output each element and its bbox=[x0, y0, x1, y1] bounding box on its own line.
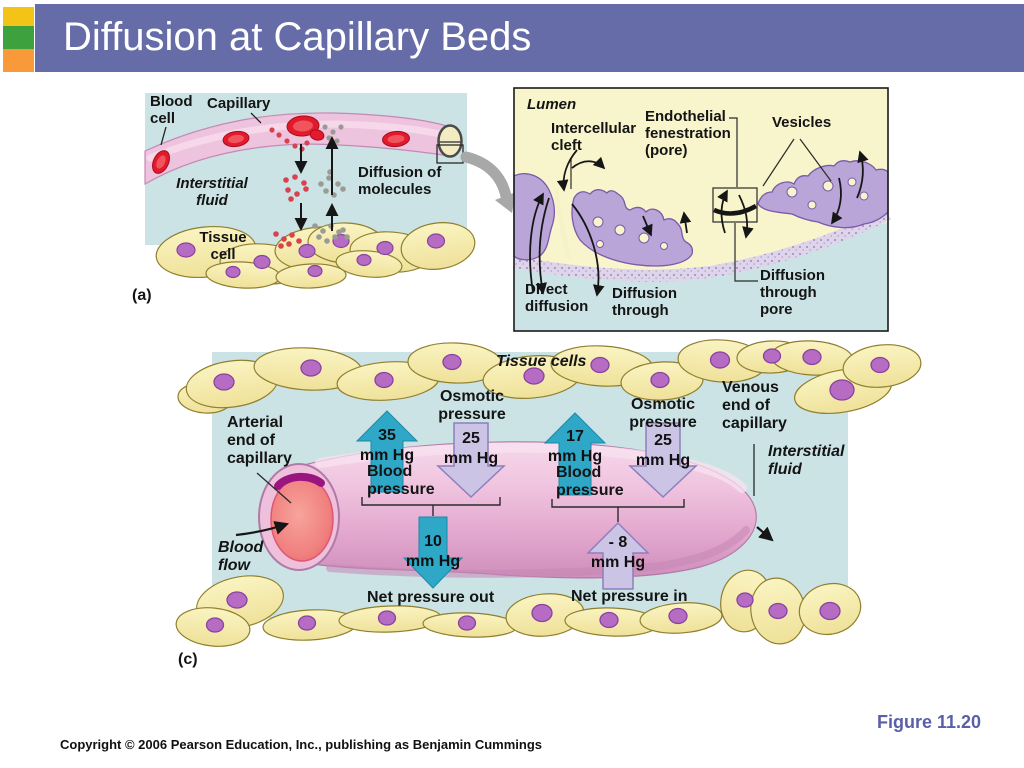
net-pressure-out-arrow bbox=[402, 516, 464, 589]
arterial-open-end bbox=[258, 463, 340, 571]
pressure-bp-venous: 17 mm Hg bbox=[547, 427, 603, 467]
fluid-exit-arrow bbox=[756, 526, 774, 542]
label-tissue-cells: Tissue cells bbox=[496, 353, 587, 370]
fenestration-box bbox=[712, 187, 758, 223]
pressure-osmotic-right: 25 mm Hg bbox=[635, 431, 691, 471]
pressure-osmotic-left: 25 mm Hg bbox=[443, 429, 499, 469]
osmotic-right-unit: mm Hg bbox=[635, 452, 691, 469]
pressure-net-out: 10 mm Hg bbox=[405, 532, 461, 572]
label-osmotic-pressure-right: Osmotic pressure bbox=[629, 396, 697, 431]
label-lumen: Lumen bbox=[527, 96, 577, 113]
molecule-dots-red bbox=[269, 127, 310, 249]
label-interstitial-fluid-a: Interstitial fluid bbox=[176, 175, 248, 209]
label-direct-diffusion: Direct diffusion bbox=[525, 281, 589, 315]
label-diffusion-of-molecules: Diffusion of molecules bbox=[358, 164, 442, 198]
bp-venous-unit: mm Hg bbox=[547, 448, 603, 465]
copyright-text: Copyright © 2006 Pearson Education, Inc.… bbox=[60, 737, 542, 752]
transport-arrows-b bbox=[529, 149, 869, 297]
slide-title: Diffusion at Capillary Beds bbox=[63, 15, 532, 59]
label-pointer-lines-a bbox=[160, 112, 262, 146]
net-out-unit: mm Hg bbox=[405, 553, 461, 570]
panel-c-artwork bbox=[175, 339, 922, 647]
osmotic-right-value: 25 bbox=[654, 432, 672, 449]
label-arterial-end: Arterial end of capillary bbox=[227, 414, 292, 467]
label-tissue-cell: Tissue cell bbox=[199, 229, 247, 263]
label-blood-pressure-right: Blood pressure bbox=[556, 464, 624, 499]
bp-venous-value: 17 bbox=[566, 428, 584, 445]
zoom-connector-arrow bbox=[460, 151, 516, 213]
label-diffusion-through-pore: Diffusion through pore bbox=[760, 267, 825, 318]
net-pressure-in-arrow bbox=[586, 521, 650, 590]
label-osmotic-pressure-left: Osmotic pressure bbox=[438, 388, 506, 423]
tissue-cell-nuclei-bottom bbox=[205, 591, 841, 633]
accent-square-green bbox=[3, 26, 34, 49]
vesicle-circles bbox=[592, 177, 869, 250]
panel-b-border bbox=[513, 87, 889, 332]
pressure-net-in: - 8 mm Hg bbox=[590, 533, 646, 573]
label-blood-flow: Blood flow bbox=[218, 539, 264, 574]
basement-membrane bbox=[512, 208, 891, 282]
blood-pressure-arrow-arterial bbox=[355, 410, 419, 493]
blood-flow-arrow bbox=[235, 521, 290, 537]
capillary-shade-c bbox=[326, 526, 750, 578]
tissue-cell-nuclei-top bbox=[213, 348, 890, 401]
interstitial-background-b bbox=[514, 222, 888, 331]
osmotic-arrow-left bbox=[436, 422, 506, 499]
pressure-bp-arterial: 35 mm Hg bbox=[359, 426, 415, 466]
osmotic-arrow-right bbox=[628, 422, 698, 499]
blood-pressure-arrow-venous bbox=[543, 412, 607, 496]
pressure-brackets bbox=[361, 497, 685, 522]
capillary-highlight-a bbox=[146, 120, 448, 162]
label-pointer-lines-c bbox=[256, 444, 755, 504]
label-diffusion-through: Diffusion through bbox=[612, 285, 677, 319]
label-vesicles: Vesicles bbox=[772, 114, 832, 131]
pressure-arrows bbox=[355, 410, 698, 590]
label-net-pressure-in: Net pressure in bbox=[571, 588, 688, 605]
intercellular-cleft-channel bbox=[554, 189, 571, 259]
bp-arterial-value: 35 bbox=[378, 427, 396, 444]
label-venous-end: Venous end of capillary bbox=[722, 379, 787, 432]
label-intercellular-cleft: Intercellular cleft bbox=[551, 120, 637, 154]
label-endothelial-fenestration: Endothelial fenestration (pore) bbox=[645, 108, 731, 159]
osmotic-left-value: 25 bbox=[462, 430, 480, 447]
accent-square-yellow bbox=[3, 7, 34, 26]
net-in-unit: mm Hg bbox=[590, 554, 646, 571]
red-blood-cells bbox=[152, 115, 410, 174]
label-pointer-lines-b bbox=[570, 117, 832, 282]
accent-square-orange bbox=[3, 49, 34, 72]
bp-arterial-unit: mm Hg bbox=[359, 447, 415, 464]
figure-caption: Figure 11.20 bbox=[877, 712, 982, 732]
net-out-value: 10 bbox=[424, 533, 442, 550]
osmotic-left-unit: mm Hg bbox=[443, 450, 499, 467]
label-blood-pressure-left: Blood pressure bbox=[367, 463, 435, 498]
panel-a-artwork bbox=[144, 93, 516, 289]
panel-a-tag: (a) bbox=[132, 287, 152, 304]
net-in-value: - 8 bbox=[608, 534, 628, 551]
capillary-open-end-a bbox=[437, 124, 463, 158]
label-blood-cell: Blood cell bbox=[150, 93, 193, 127]
panel-b-artwork bbox=[512, 87, 891, 332]
label-interstitial-fluid-c: Interstitial fluid bbox=[768, 443, 845, 478]
capillary-highlight-c bbox=[315, 442, 747, 493]
fenestration-pore bbox=[713, 204, 758, 216]
panel-c-tag: (c) bbox=[178, 651, 198, 668]
title-bar: Diffusion at Capillary Beds bbox=[35, 4, 1024, 72]
label-net-pressure-out: Net pressure out bbox=[367, 589, 495, 606]
tissue-cells-bottom bbox=[175, 569, 862, 647]
label-capillary: Capillary bbox=[207, 95, 271, 112]
diffusion-arrows-a bbox=[294, 136, 339, 231]
